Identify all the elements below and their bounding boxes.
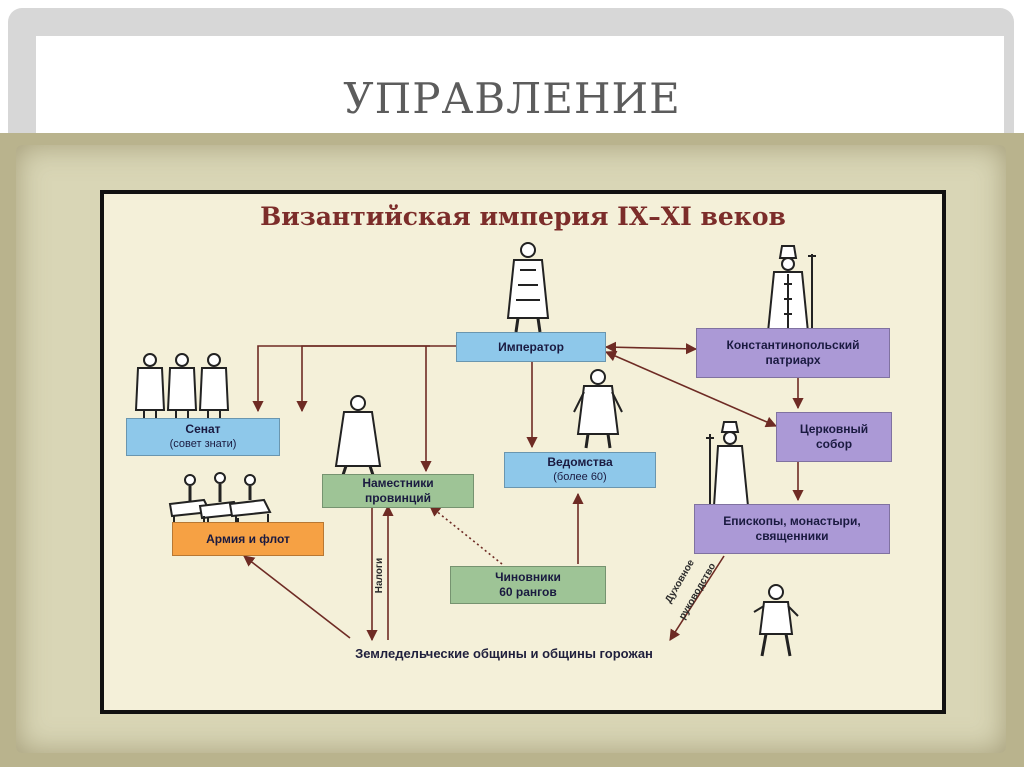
bishop-figure-icon [706, 421, 750, 507]
node-governors: Наместники провинций [322, 474, 474, 508]
slide-title-area [36, 36, 1004, 136]
node-ministries-label: Ведомства [547, 455, 613, 469]
node-emperor-label: Император [498, 339, 564, 354]
edge-communities-army [243, 555, 351, 639]
node-officials-line1: Чиновники [495, 570, 561, 584]
edge-label-taxes: Налоги [374, 557, 386, 594]
node-patriarch: Константинопольский патриарх [696, 328, 890, 378]
node-bishops: Епископы, монастыри, священники [694, 504, 890, 554]
node-emperor: Император [456, 332, 606, 362]
node-army: Армия и флот [172, 522, 324, 556]
edge-officials-governors-dotted [429, 505, 503, 565]
node-ministries: Ведомства (более 60) [504, 452, 656, 488]
patriarch-figure-icon [766, 245, 816, 333]
node-patriarch-line1: Константинопольский [726, 338, 860, 352]
emperor-figure-icon [506, 242, 550, 333]
node-bishops-line1: Епископы, монастыри, [723, 514, 861, 528]
node-governors-line2: провинций [364, 491, 432, 505]
node-ministries-sub: (более 60) [553, 471, 607, 483]
node-army-label: Армия и флот [206, 531, 290, 546]
node-communities: Земледельческие общины и общины горожан [355, 646, 653, 661]
edge-emperor-council [604, 350, 778, 428]
node-officials: Чиновники 60 рангов [450, 566, 606, 604]
node-patriarch-line2: патриарх [765, 353, 821, 367]
edge-emperor-patriarch [604, 341, 698, 355]
node-governors-line1: Наместники [362, 476, 434, 490]
node-bishops-line2: священники [755, 529, 829, 543]
official-figure-icon [573, 369, 623, 449]
governor-figure-icon [334, 395, 382, 478]
node-senate: Сенат (совет знати) [126, 418, 280, 456]
diagram-heading: Византийская империя IX–XI веков [260, 202, 786, 231]
node-senate-label: Сенат [185, 422, 221, 436]
node-senate-sub: (совет знати) [169, 438, 237, 450]
slide-title: УПРАВЛЕНИЕ [343, 74, 681, 123]
diagram-panel: Византийская империя IX–XI веков [100, 190, 946, 714]
node-officials-line2: 60 рангов [499, 585, 557, 599]
node-church-council-line2: собор [815, 437, 853, 451]
peasant-figure-icon [753, 584, 799, 657]
diagram-connectors [243, 341, 804, 642]
edge-emperor-senate-2 [296, 345, 430, 413]
army-cavalry-icon [168, 472, 272, 528]
edge-spiritual-guidance [669, 555, 725, 641]
node-church-council: Церковный собор [776, 412, 892, 462]
node-church-council-line1: Церковный [799, 422, 869, 436]
senate-figures-icon [134, 353, 230, 418]
